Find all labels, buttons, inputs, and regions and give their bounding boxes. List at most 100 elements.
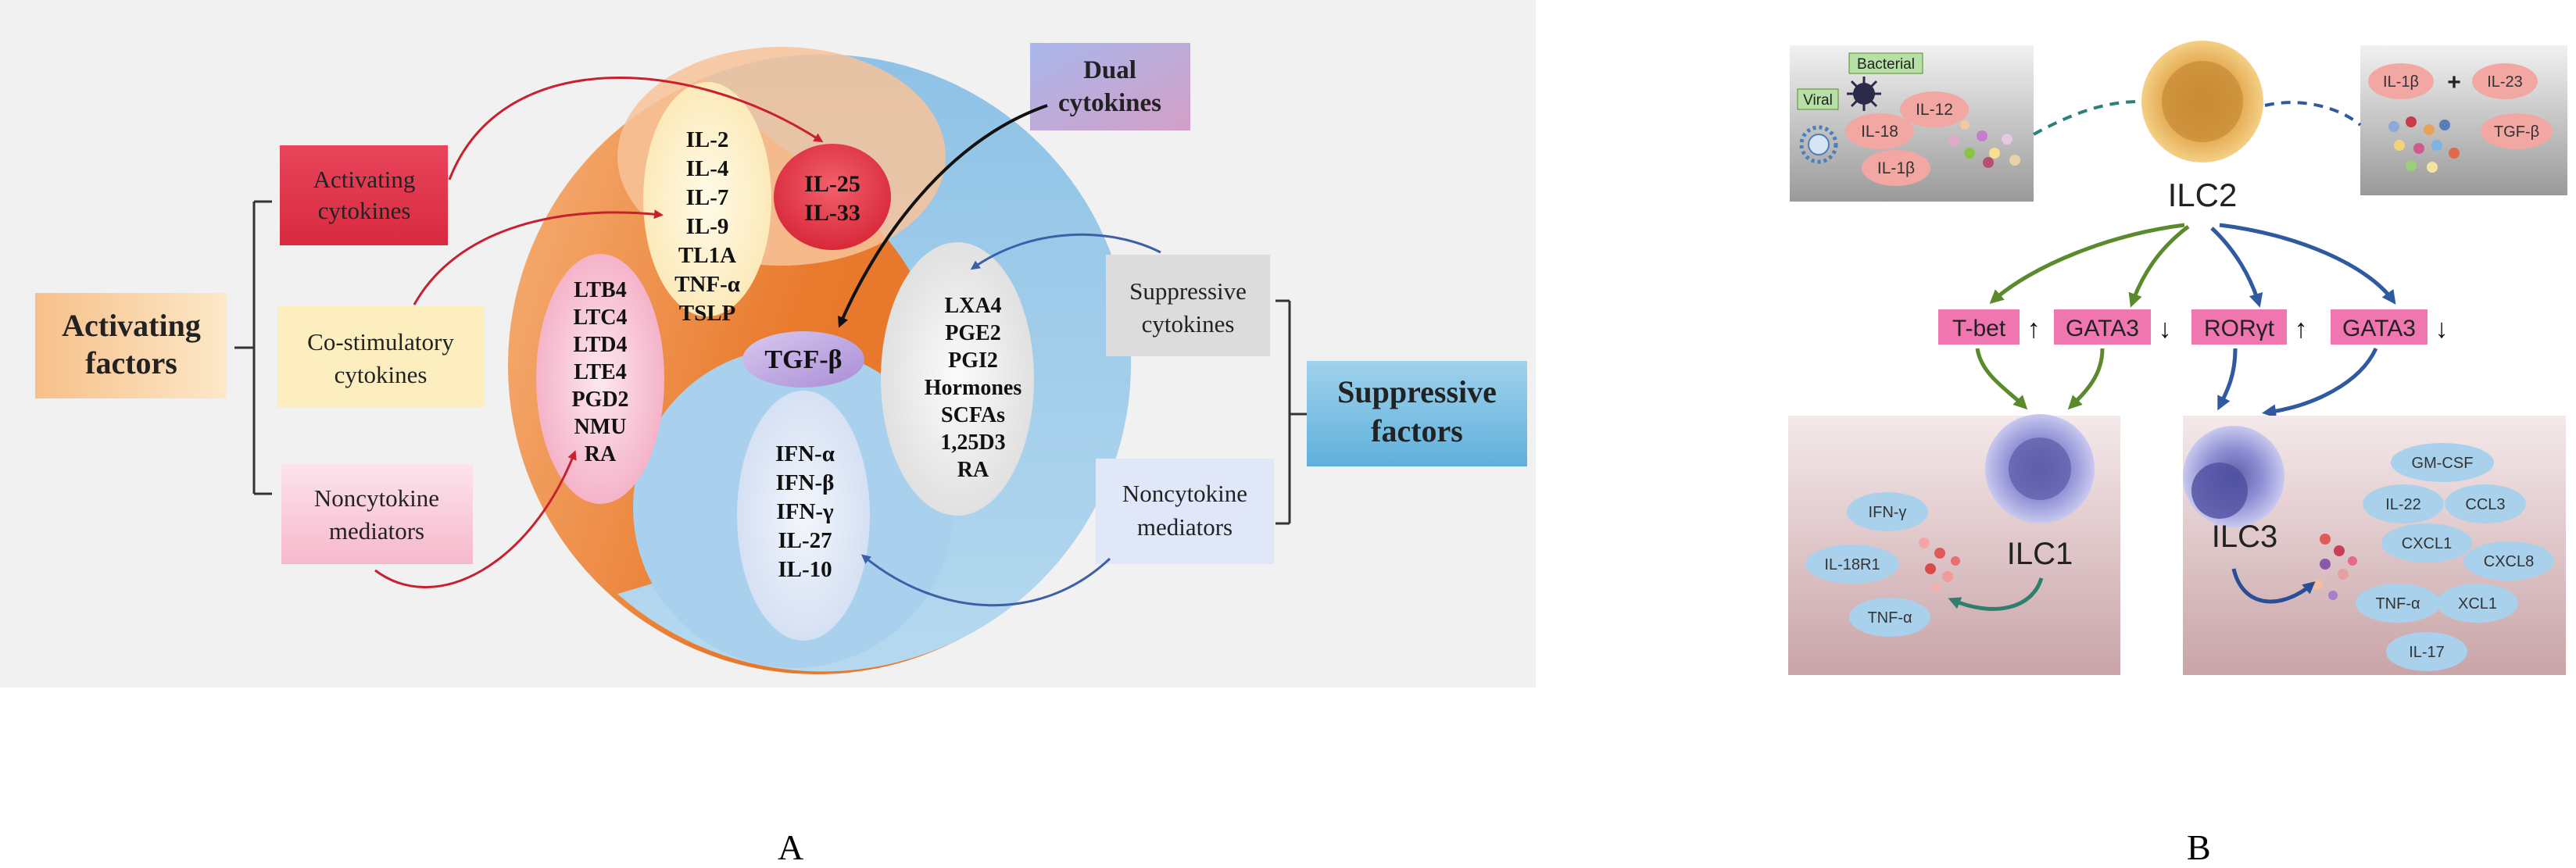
ilc1-box: ILC1 IFN-γ IL-18R1 TNF-α [1788,414,2120,675]
interferon-item: IFN-α [775,441,835,466]
lipid-item: NMU [574,415,627,439]
interferon-ellipse [737,391,870,641]
arrow-rorgt-to-ilc3 [2217,348,2238,411]
interferon-item: IL-27 [778,528,832,553]
arrow-gata3-to-ilc3 [2262,347,2378,419]
left-bracket [234,200,272,495]
activating-item: IL-33 [804,200,860,226]
tbet-badge: T-bet ↑ [1938,309,2041,345]
ilc3-box: ILC3 GM-CSF IL-22 CCL3 CXCL1 CXCL8 TN [2183,416,2566,675]
dashed-connector-right [2264,101,2362,127]
dual-cytokines-label: Dual [1083,56,1136,84]
activating-factors-box: Activating factors [35,293,227,398]
lipid-item: LTB4 [574,278,626,302]
cytokine-il18: IL-18 [1861,123,1898,141]
costim-item: IL-2 [686,127,729,152]
noncytokine-left-label: Noncytokine [314,484,439,512]
down-arrow-icon: ↓ [2435,314,2449,344]
product-cxcl1: CXCL1 [2402,535,2452,552]
cytokine-dots [2312,534,2357,600]
panel-a: IL-2 IL-4 IL-7 IL-9 TL1A TNF-α TSLP IL-2… [0,0,1536,688]
activating-factors-label: factors [85,345,177,380]
gata3-badge-b: GATA3 ↓ [2331,309,2449,345]
activating-factors-label: Activating [62,308,201,343]
arrow-to-gata3-a [2128,225,2190,308]
tgf-beta-ellipse [742,331,864,388]
product-cxcl8: CXCL8 [2484,553,2534,570]
product-il18r1: IL-18R1 [1824,556,1880,573]
activating-cytokines-label: Activating [313,166,416,193]
suppressive-cytokines-label: Suppressive [1129,277,1247,305]
arrow-to-tbet [1989,223,2185,305]
costimulatory-cytokines-box: Co-stimulatory cytokines [277,306,485,408]
noncytokine-right-label: mediators [1137,513,1233,541]
cytokine-il1b: IL-1β [1877,159,1915,177]
product-il22: IL-22 [2385,496,2421,513]
product-ccl3: CCL3 [2465,496,2505,513]
suppressive-item: PGE2 [945,321,1001,345]
bacterium-icon [1847,77,1881,111]
rorgt-badge: RORγt ↑ [2191,309,2308,345]
suppressive-item: RA [957,458,989,482]
gata3-badge-a: GATA3 ↓ [2054,309,2172,345]
lipid-item: LTE4 [574,360,626,384]
lipid-mediator-ellipse [536,254,664,504]
ilc2-label: ILC2 [2168,177,2238,213]
cytokine-dots [1919,538,1960,592]
virus-icon [1799,125,1838,164]
tbet-label: T-bet [1952,316,2006,341]
suppressive-item: 1,25D3 [940,430,1005,455]
arrow-gata3-to-ilc1 [2067,348,2105,410]
costim-item: TL1A [678,243,736,268]
ilc1-secretion-arrow [1948,577,2044,611]
suppressive-cytokines-arrow [970,233,1161,270]
product-tnfa: TNF-α [1867,609,1912,627]
costim-item: TSLP [679,301,736,326]
product-xcl1: XCL1 [2458,595,2497,613]
plus-sign: + [2447,70,2461,95]
suppressive-item: Hormones [925,376,1022,400]
lipid-item: RA [585,442,617,466]
suppressive-factors-box: Suppressive factors [1307,361,1527,466]
interferon-item: IL-10 [778,557,832,582]
up-arrow-icon: ↑ [2295,314,2308,344]
activating-arrow [448,77,824,180]
up-arrow-icon: ↑ [2027,314,2041,344]
arrow-tbet-to-ilc1 [1975,348,2028,410]
panel-b-letter: B [2187,827,2211,867]
suppressive-item: SCFAs [941,403,1005,427]
ilc1-label: ILC1 [2007,537,2073,571]
dashed-connector-left [2033,100,2141,136]
cytokine-il1b-right: IL-1β [2383,73,2419,91]
activating-cytokines-label: cytokines [318,197,411,224]
activating-ellipse [774,144,891,250]
cytokine-dots [2388,116,2460,173]
lipid-item: LTC4 [573,305,627,330]
noncytokine-mediators-left-box: Noncytokine mediators [281,464,473,564]
right-bracket [1275,299,1307,525]
panel-b: Bacterial Viral IL-18 IL-12 IL- [1788,41,2567,675]
tgf-beta-label: TGF-β [764,345,842,374]
down-arrow-icon: ↓ [2159,314,2172,344]
costim-item: TNF-α [674,272,740,297]
product-il17: IL-17 [2409,644,2445,661]
suppressive-item: PGI2 [948,348,998,373]
suppressive-item: LXA4 [944,294,1001,318]
stimulus-box-left: Bacterial Viral IL-18 IL-12 IL- [1790,45,2034,202]
ilc2-cell [2141,41,2263,163]
suppressive-ellipse [881,242,1034,516]
noncytokine-mediators-right-box: Noncytokine mediators [1096,459,1274,564]
activating-item: IL-25 [804,171,860,197]
rorgt-label: RORγt [2204,316,2275,341]
costim-item: IL-4 [686,156,729,181]
cytokine-dots [1948,120,2020,168]
interferon-item: IFN-γ [776,499,834,524]
noncytokine-right-arrow [860,554,1111,607]
dual-cytokines-box: Dual cytokines [1030,43,1190,130]
dual-cytokines-arrow [838,104,1048,328]
lipid-item: LTD4 [573,333,627,357]
suppressive-factors-label: factors [1371,413,1463,448]
cytokine-tgfb: TGF-β [2494,123,2539,141]
costimulatory-cytokines-label: cytokines [335,361,428,388]
